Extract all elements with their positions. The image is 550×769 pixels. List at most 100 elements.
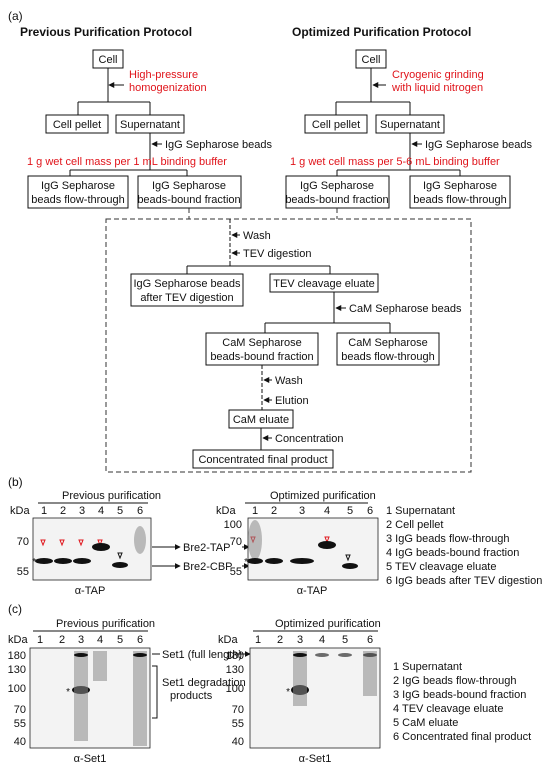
svg-text:180: 180: [226, 650, 244, 662]
panel-b-label: (b): [8, 475, 23, 489]
svg-text:6 IgG beads after TEV digestio: 6 IgG beads after TEV digestion: [386, 575, 542, 587]
cam-beads-label: CaM Sepharose beads: [349, 303, 462, 315]
svg-text:3: 3: [78, 634, 84, 646]
svg-text:beads flow-through: beads flow-through: [413, 194, 507, 206]
svg-text:1: 1: [41, 505, 47, 517]
c-right-lane-numbers: 1 2 3 4 5 6: [255, 634, 373, 646]
svg-text:1 Supernatant: 1 Supernatant: [393, 661, 462, 673]
common-steps-region: Wash TEV digestion IgG Sepharose beads a…: [105, 208, 472, 473]
tev-eluate-box: [269, 273, 379, 293]
svg-text:*: *: [286, 687, 290, 698]
svg-text:1: 1: [252, 505, 258, 517]
svg-text:3: 3: [299, 505, 305, 517]
c-right-markers: 180 130 100 70 55 40: [226, 650, 244, 748]
c-right-title: Optimized purification: [275, 618, 381, 630]
svg-text:beads-bound fraction: beads-bound fraction: [210, 351, 313, 363]
svg-text:3: 3: [79, 505, 85, 517]
svg-text:1: 1: [37, 634, 43, 646]
svg-text:100: 100: [224, 519, 242, 531]
b-left-kda: kDa: [10, 505, 30, 517]
igg-after-tev-box: [130, 273, 244, 307]
svg-text:6: 6: [367, 505, 373, 517]
svg-text:6: 6: [137, 634, 143, 646]
left-cell-label: Cell: [99, 54, 118, 66]
svg-text:40: 40: [14, 736, 26, 748]
svg-text:CaM eluate: CaM eluate: [233, 414, 289, 426]
svg-text:40: 40: [232, 736, 244, 748]
b-right-bands: [247, 520, 358, 569]
svg-text:100: 100: [8, 683, 26, 695]
svg-text:5: 5: [117, 505, 123, 517]
final-product-box: [192, 449, 334, 469]
c-right-bands: [291, 651, 377, 706]
svg-text:70: 70: [230, 536, 242, 548]
left-beads-note: IgG Sepharose beads: [165, 139, 273, 151]
svg-text:4: 4: [98, 505, 104, 517]
b-right-lane-numbers: 1 2 3 4 5 6: [252, 505, 373, 517]
c-right-blot: [249, 647, 381, 749]
svg-text:2: 2: [60, 505, 66, 517]
svg-text:55: 55: [232, 718, 244, 730]
svg-text:beads flow-through: beads flow-through: [341, 351, 435, 363]
svg-text:3 IgG beads-bound fraction: 3 IgG beads-bound fraction: [393, 689, 526, 701]
svg-text:70: 70: [14, 704, 26, 716]
svg-text:6 Concentrated final product: 6 Concentrated final product: [393, 731, 531, 743]
svg-text:4: 4: [324, 505, 330, 517]
svg-text:2: 2: [59, 634, 65, 646]
right-beads-note: IgG Sepharose beads: [425, 139, 533, 151]
svg-text:Cell: Cell: [362, 54, 381, 66]
c-left-lane-numbers: 1 2 3 4 5 6: [37, 634, 143, 646]
right-pellet-box: [304, 114, 368, 134]
svg-text:130: 130: [226, 664, 244, 676]
svg-text:180: 180: [8, 650, 26, 662]
svg-text:2 IgG beads flow-through: 2 IgG beads flow-through: [393, 675, 517, 687]
left-ratio-note: 1 g wet cell mass per 1 mL binding buffe…: [27, 156, 227, 168]
panel-c-label: (c): [8, 602, 22, 616]
svg-text:6: 6: [367, 634, 373, 646]
left-pellet-box: [45, 114, 109, 134]
b-right-blot: [247, 517, 379, 581]
c-legend: 1 Supernatant 2 IgG beads flow-through 3…: [393, 661, 531, 743]
svg-text:2: 2: [271, 505, 277, 517]
svg-text:4 TEV cleavage eluate: 4 TEV cleavage eluate: [393, 703, 503, 715]
svg-text:70: 70: [17, 536, 29, 548]
cam-flowthrough-box: [336, 332, 440, 366]
svg-text:5 CaM eluate: 5 CaM eluate: [393, 717, 458, 729]
left-supernatant-label: Supernatant: [120, 119, 180, 131]
svg-text:IgG Sepharose: IgG Sepharose: [152, 180, 226, 192]
svg-text:55: 55: [17, 566, 29, 578]
svg-text:55: 55: [230, 566, 242, 578]
svg-text:beads flow-through: beads flow-through: [31, 194, 125, 206]
svg-text:kDa: kDa: [218, 634, 238, 646]
svg-text:*: *: [244, 557, 248, 568]
b-right-kda: kDa: [216, 505, 236, 517]
svg-text:TEV cleavage eluate: TEV cleavage eluate: [273, 278, 375, 290]
c-left-blot: [29, 647, 151, 749]
c-left-bands: [72, 651, 147, 746]
c-left-title: Previous purification: [56, 618, 155, 630]
c-left-markers: 180 130 100 70 55 40: [8, 650, 26, 748]
svg-text:after TEV digestion: after TEV digestion: [140, 292, 233, 304]
svg-text:130: 130: [8, 664, 26, 676]
right-protocol-title: Optimized Purification Protocol: [292, 25, 471, 39]
svg-text:Concentrated final product: Concentrated final product: [198, 454, 327, 466]
svg-text:kDa: kDa: [8, 634, 28, 646]
svg-text:4: 4: [319, 634, 325, 646]
b-left-blot: [32, 517, 152, 581]
tev-digestion-label: TEV digestion: [243, 248, 311, 260]
c-right-antibody: α-Set1: [299, 753, 332, 765]
cam-bound-box: [205, 332, 319, 366]
left-pellet-label: Cell pellet: [53, 119, 101, 131]
svg-text:IgG Sepharose: IgG Sepharose: [300, 180, 374, 192]
c-left-antibody: α-Set1: [74, 753, 107, 765]
svg-text:1: 1: [255, 634, 261, 646]
right-ratio-note: 1 g wet cell mass per 5-6 mL binding buf…: [290, 156, 500, 168]
svg-text:5 TEV cleavage eluate: 5 TEV cleavage eluate: [386, 561, 496, 573]
svg-text:3 IgG beads flow-through: 3 IgG beads flow-through: [386, 533, 510, 545]
set1-degradation-label-1: Set1 degradation: [162, 677, 246, 689]
b-left-bands: [35, 526, 146, 568]
b-left-antibody: α-TAP: [75, 585, 106, 597]
right-igg-flowthrough-box: [409, 175, 511, 209]
common-steps-frame: [105, 218, 472, 473]
